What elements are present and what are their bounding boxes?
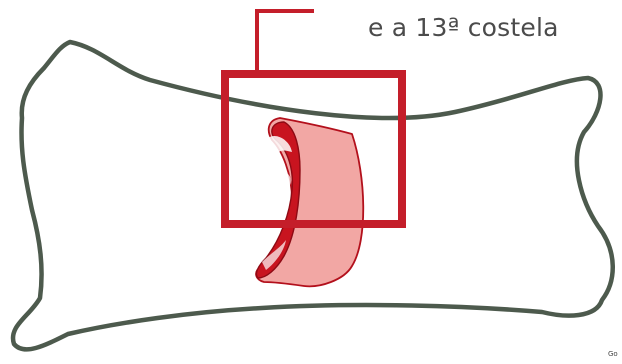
rib-cut-fat-marbling (266, 135, 292, 160)
rib-cut-fat-marbling-2 (279, 171, 291, 188)
credit-text: Go (608, 350, 618, 358)
callout-leader-line (255, 9, 314, 72)
highlight-box (221, 70, 406, 228)
carcass-outline (10, 39, 615, 352)
callout-label: e a 13ª costela (368, 13, 559, 42)
rib-cut-fat-marbling-3 (262, 240, 286, 270)
